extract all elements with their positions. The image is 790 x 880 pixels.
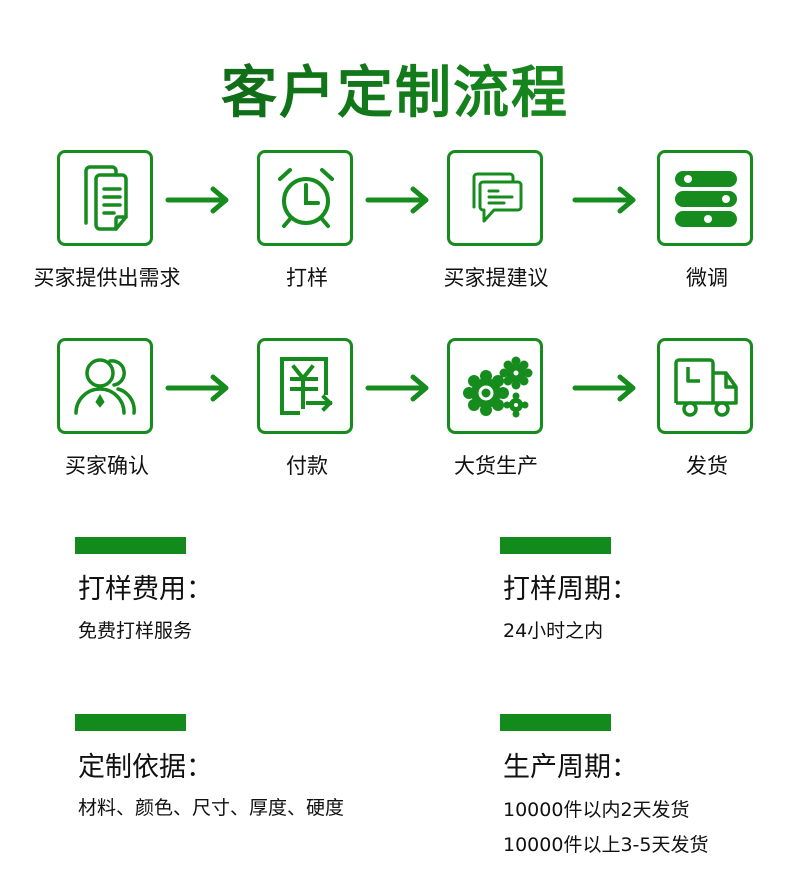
step-box-payment bbox=[257, 338, 353, 434]
toggle-sliders-icon bbox=[675, 171, 737, 227]
step-label-buyer-confirm: 买家确认 bbox=[65, 454, 149, 478]
users-icon bbox=[74, 358, 136, 415]
arrow-right-icon bbox=[365, 374, 429, 402]
step-label-payment: 付款 bbox=[286, 454, 328, 478]
section-accent-bar bbox=[500, 537, 611, 554]
arrow-right-icon bbox=[165, 374, 229, 402]
sample-period-text: 24小时之内 bbox=[503, 620, 604, 642]
delivery-truck-icon bbox=[674, 358, 738, 417]
gears-icon bbox=[463, 356, 533, 418]
section-accent-bar bbox=[75, 537, 186, 554]
documents-icon bbox=[84, 165, 128, 231]
production-period-title: 生产周期： bbox=[503, 752, 638, 783]
step-label-sampling: 打样 bbox=[286, 266, 328, 290]
sample-period-title: 打样周期： bbox=[503, 574, 638, 605]
step-label-mass-production: 大货生产 bbox=[454, 454, 538, 478]
production-period-line-2: 10000件以上3-5天发货 bbox=[503, 834, 709, 856]
step-label-buyer-requirements: 买家提供出需求 bbox=[33, 266, 181, 290]
section-accent-bar bbox=[75, 714, 186, 731]
step-box-shipping bbox=[657, 338, 753, 434]
step-box-sampling bbox=[257, 150, 353, 246]
step-box-mass-production bbox=[447, 338, 543, 434]
arrow-right-icon bbox=[165, 186, 229, 214]
step-label-buyer-suggestions: 买家提建议 bbox=[443, 266, 549, 290]
section-accent-bar bbox=[500, 714, 611, 731]
page-title: 客户定制流程 bbox=[0, 58, 790, 130]
sample-fee-text: 免费打样服务 bbox=[78, 620, 193, 642]
alarm-clock-icon bbox=[278, 168, 334, 228]
step-box-buyer-suggestions bbox=[447, 150, 543, 246]
chat-bubbles-icon bbox=[472, 172, 523, 223]
step-box-buyer-requirements bbox=[57, 150, 153, 246]
step-box-buyer-confirm bbox=[57, 338, 153, 434]
production-period-line-1: 10000件以内2天发货 bbox=[503, 799, 690, 821]
step-label-fine-tune: 微调 bbox=[686, 266, 728, 290]
arrow-right-icon bbox=[365, 186, 429, 214]
arrow-right-icon bbox=[572, 374, 636, 402]
arrow-right-icon bbox=[572, 186, 636, 214]
customization-basis-text: 材料、颜色、尺寸、厚度、硬度 bbox=[78, 797, 345, 819]
step-box-fine-tune bbox=[657, 150, 753, 246]
yen-payment-icon bbox=[280, 357, 333, 415]
customization-basis-title: 定制依据： bbox=[78, 752, 213, 783]
sample-fee-title: 打样费用： bbox=[78, 574, 213, 605]
step-label-shipping: 发货 bbox=[686, 454, 728, 478]
